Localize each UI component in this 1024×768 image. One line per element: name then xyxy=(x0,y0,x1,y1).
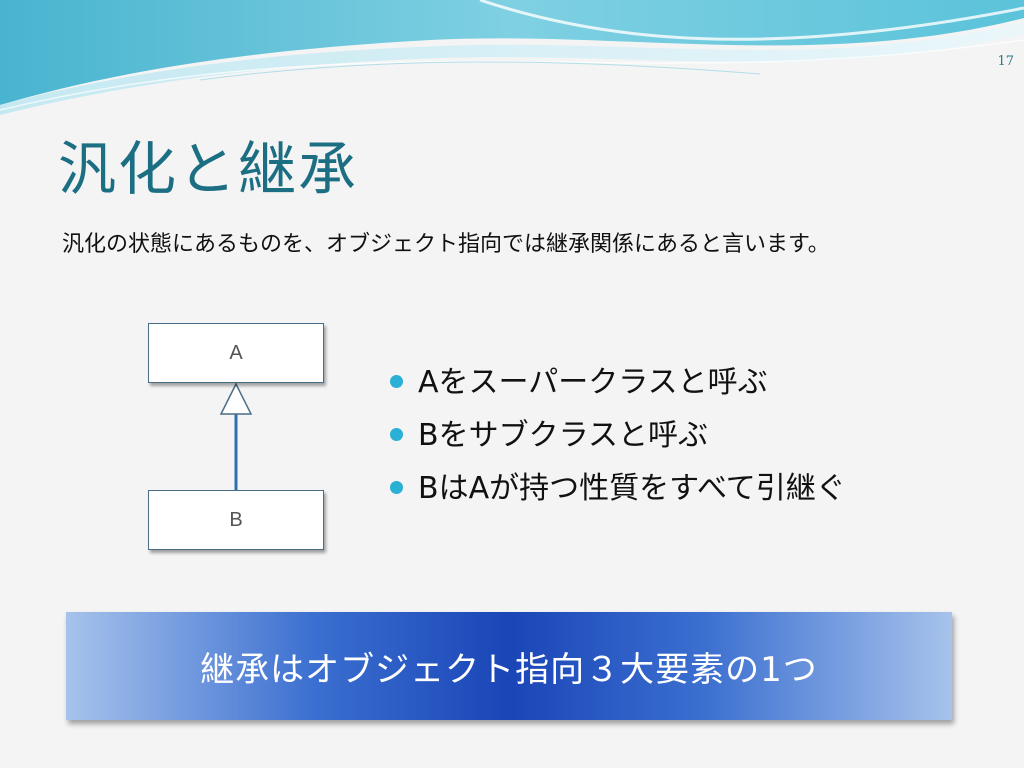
bullet-dot-icon xyxy=(390,481,403,494)
slide-subtitle: 汎化の状態にあるものを、オブジェクト指向では継承関係にあると言います。 xyxy=(62,232,830,257)
class-box-a: A xyxy=(148,323,324,383)
page-number: 17 xyxy=(997,54,1014,69)
bullet-dot-icon xyxy=(390,375,403,388)
banner-text: 継承はオブジェクト指向３大要素の1つ xyxy=(200,649,818,690)
header-wave-decoration xyxy=(0,0,1024,115)
summary-banner: 継承はオブジェクト指向３大要素の1つ xyxy=(66,612,952,720)
bullet-text: BはAが持つ性質をすべて引継ぐ xyxy=(418,471,846,506)
bullet-list: Aをスーパークラスと呼ぶ Bをサブクラスと呼ぶ BはAが持つ性質をすべて引継ぐ xyxy=(388,356,846,515)
bullet-text: Aをスーパークラスと呼ぶ xyxy=(418,365,768,400)
bullet-text: Bをサブクラスと呼ぶ xyxy=(418,418,708,453)
class-b-label: B xyxy=(229,508,243,531)
bullet-item: BはAが持つ性質をすべて引継ぐ xyxy=(388,462,846,515)
bullet-item: Aをスーパークラスと呼ぶ xyxy=(388,356,846,409)
class-a-label: A xyxy=(229,341,243,364)
bullet-item: Bをサブクラスと呼ぶ xyxy=(388,409,846,462)
class-box-b: B xyxy=(148,490,324,550)
slide-title: 汎化と継承 xyxy=(58,135,359,203)
bullet-dot-icon xyxy=(390,428,403,441)
